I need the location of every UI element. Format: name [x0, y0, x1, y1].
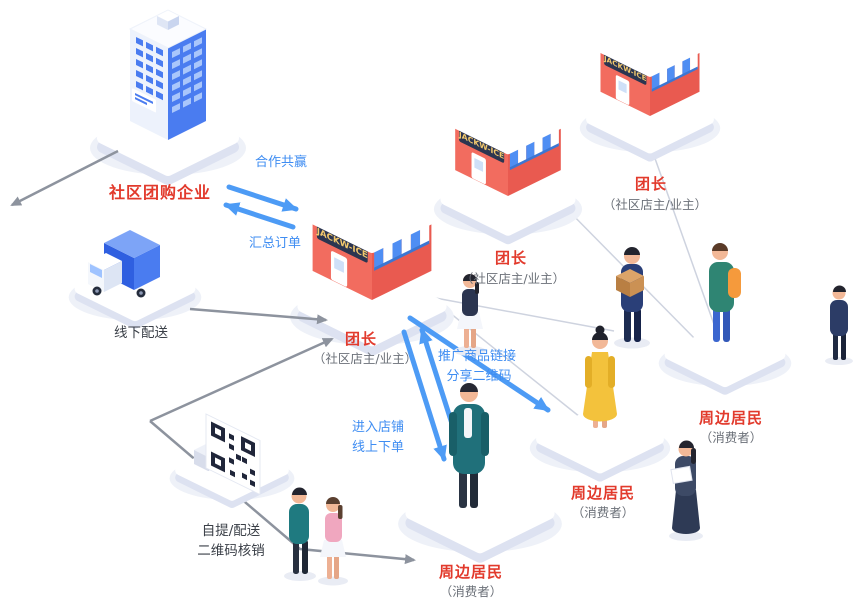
- person-resident-bottom-icon: [449, 383, 489, 508]
- pickup-label-line1: 自提/配送: [201, 523, 261, 539]
- person-resident-reading-icon: [669, 440, 703, 541]
- person-resident-backpack-icon: [709, 243, 741, 342]
- resident-right-title: 周边居民: [698, 409, 764, 427]
- flow-promote-line2: 分享二维码: [446, 369, 512, 384]
- person-couple-man-icon: [284, 487, 316, 581]
- delivery-label: 线下配送: [114, 325, 168, 341]
- leader-middle-subtitle: （社区店主/业主）: [460, 271, 566, 286]
- flow-order-line1: 进入店铺: [351, 420, 405, 435]
- outbound-flow-line: [10, 149, 119, 207]
- resident-middle-title: 周边居民: [570, 484, 636, 502]
- platform-resident-bottom: [398, 480, 562, 557]
- leader-middle-title: 团长: [494, 249, 528, 267]
- resident-bottom-title: 周边居民: [438, 563, 504, 581]
- enterprise-label: 社区团购企业: [108, 183, 212, 202]
- building-sign: [132, 88, 156, 113]
- resident-middle-subtitle: （消费者）: [571, 505, 635, 520]
- order-down-arrow: [401, 329, 447, 462]
- aggregate-orders-arrow: [223, 202, 296, 230]
- enterprise-building-icon: [128, 9, 208, 140]
- leader-center-title: 团长: [344, 330, 378, 348]
- resident-bottom-subtitle: （消费者）: [439, 584, 503, 599]
- promote-arrow: [407, 315, 551, 413]
- person-couple-woman-icon: [318, 497, 348, 586]
- verify-flow-line: [149, 337, 334, 423]
- person-passerby-icon: [825, 285, 853, 365]
- leader-right-title: 团长: [634, 175, 668, 193]
- person-resident-middle-icon: [583, 325, 617, 428]
- leader-center-subtitle: （社区店主/业主）: [312, 351, 418, 366]
- delivery-flow-line: [189, 307, 328, 325]
- cooperation-arrow: [226, 184, 299, 212]
- flow-aggregate-orders-label: 汇总订单: [248, 236, 302, 251]
- resident-right-subtitle: （消费者）: [699, 430, 763, 445]
- pickup-label-line2: 二维码核销: [197, 543, 265, 559]
- delivery-truck-icon: [88, 230, 160, 298]
- leader-right-subtitle: （社区店主/业主）: [602, 197, 708, 212]
- flow-cooperation-label: 合作共赢: [254, 155, 308, 170]
- gray-flow-arrows: [10, 149, 334, 423]
- flow-order-line2: 线上下单: [351, 440, 405, 455]
- shop-leader-center-icon: [313, 190, 432, 300]
- person-resident-box-icon: [614, 247, 650, 349]
- flow-promote-line1: 推广商品链接: [437, 349, 517, 364]
- qr-code-icon: [194, 413, 261, 496]
- person-shopper-icon: [454, 274, 486, 356]
